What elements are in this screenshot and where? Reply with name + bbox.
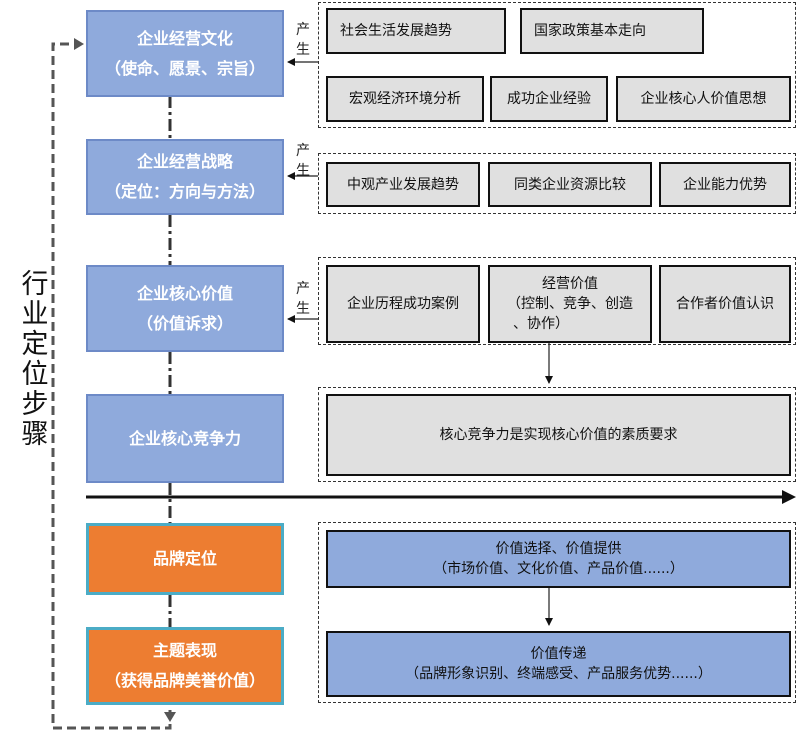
factor-box-operating: 经营价值 （控制、竞争、创造 、协作）: [488, 265, 652, 343]
value-transfer-line2: （品牌形象识别、终端感受、产品服务优势......）: [405, 666, 712, 682]
step-title: 企业经营文化: [136, 28, 233, 48]
step-strategy: 企业经营战略 （定位：方向与方法）: [86, 139, 284, 215]
step-subtitle: （获得品牌美誉价值）: [104, 671, 265, 690]
produce-char: 产: [296, 281, 310, 297]
side-label-char: 业: [21, 299, 49, 330]
step-title: 主题表现: [152, 641, 217, 660]
step-culture: 企业经营文化 （使命、愿景、宗旨）: [86, 10, 284, 97]
factor-box: 国家政策基本走向: [520, 8, 704, 54]
strategy-group: [318, 153, 796, 214]
core-value-group: [318, 257, 796, 345]
side-label-char: 定: [21, 329, 49, 360]
produce-char: 生: [296, 42, 310, 58]
side-label-char: 行: [21, 269, 49, 300]
value-transfer-box: 价值传递 （品牌形象识别、终端感受、产品服务优势......）: [326, 631, 791, 697]
operating-line3: 、协作）: [513, 316, 569, 332]
produce-label: 产 生: [294, 20, 312, 60]
side-label-char: 位: [21, 359, 49, 390]
factor-box: 企业核心人价值思想: [616, 76, 791, 122]
step-subtitle: （价值诉求）: [136, 313, 233, 333]
brand-value-line1: 价值选择、价值提供: [495, 541, 622, 557]
side-label-char: 步: [21, 389, 49, 420]
brand-value-line2: （市场价值、文化价值、产品价值......）: [433, 561, 684, 577]
step-title: 企业核心价值: [136, 283, 233, 303]
produce-label: 产 生: [294, 279, 312, 319]
brand-value-box: 价值选择、价值提供 （市场价值、文化价值、产品价值......）: [326, 530, 791, 588]
produce-char: 产: [296, 143, 310, 159]
step-core-value: 企业核心价值 （价值诉求）: [86, 265, 284, 352]
step-competitiveness: 企业核心竞争力: [86, 394, 284, 483]
factor-box: 社会生活发展趋势: [326, 8, 506, 54]
step-subtitle: （定位：方向与方法）: [104, 182, 265, 201]
factor-box: 中观产业发展趋势: [326, 162, 480, 207]
side-label-char: 骤: [21, 419, 49, 450]
competitiveness-box: 核心竞争力是实现核心价值的素质要求: [326, 394, 791, 476]
factor-box: 成功企业经验: [490, 76, 608, 122]
factor-box: 企业能力优势: [659, 162, 791, 207]
produce-label: 产 生: [294, 141, 312, 181]
step-title: 企业经营战略: [136, 152, 233, 171]
value-transfer-text: 价值传递 （品牌形象识别、终端感受、产品服务优势......）: [405, 644, 712, 684]
step-title: 企业核心竞争力: [128, 428, 241, 448]
value-transfer-line1: 价值传递: [530, 646, 587, 662]
produce-char: 生: [296, 163, 310, 179]
brand-group: [318, 522, 796, 703]
factor-box: 企业历程成功案例: [326, 265, 480, 343]
operating-line2: （控制、竞争、创造: [507, 296, 633, 312]
competitiveness-group: [318, 387, 796, 482]
operating-text: 经营价值 （控制、竞争、创造 、协作）: [507, 274, 633, 334]
culture-group: [318, 2, 796, 128]
step-theme: 主题表现 （获得品牌美誉价值）: [86, 627, 284, 705]
side-label: 行 业 定 位 步 骤: [20, 270, 50, 450]
factor-box: 宏观经济环境分析: [326, 76, 484, 122]
factor-box: 同类企业资源比较: [488, 162, 652, 207]
operating-title: 经营价值: [542, 276, 598, 292]
brand-value-text: 价值选择、价值提供 （市场价值、文化价值、产品价值......）: [433, 539, 684, 579]
produce-char: 生: [296, 301, 310, 317]
produce-arrows: [287, 58, 318, 323]
step-brand-positioning: 品牌定位: [86, 523, 284, 595]
factor-box: 合作者价值认识: [659, 265, 791, 343]
step-subtitle: （使命、愿景、宗旨）: [104, 58, 265, 78]
produce-char: 产: [296, 22, 310, 38]
step-title: 品牌定位: [152, 549, 217, 568]
loop-arrow: [51, 42, 172, 730]
